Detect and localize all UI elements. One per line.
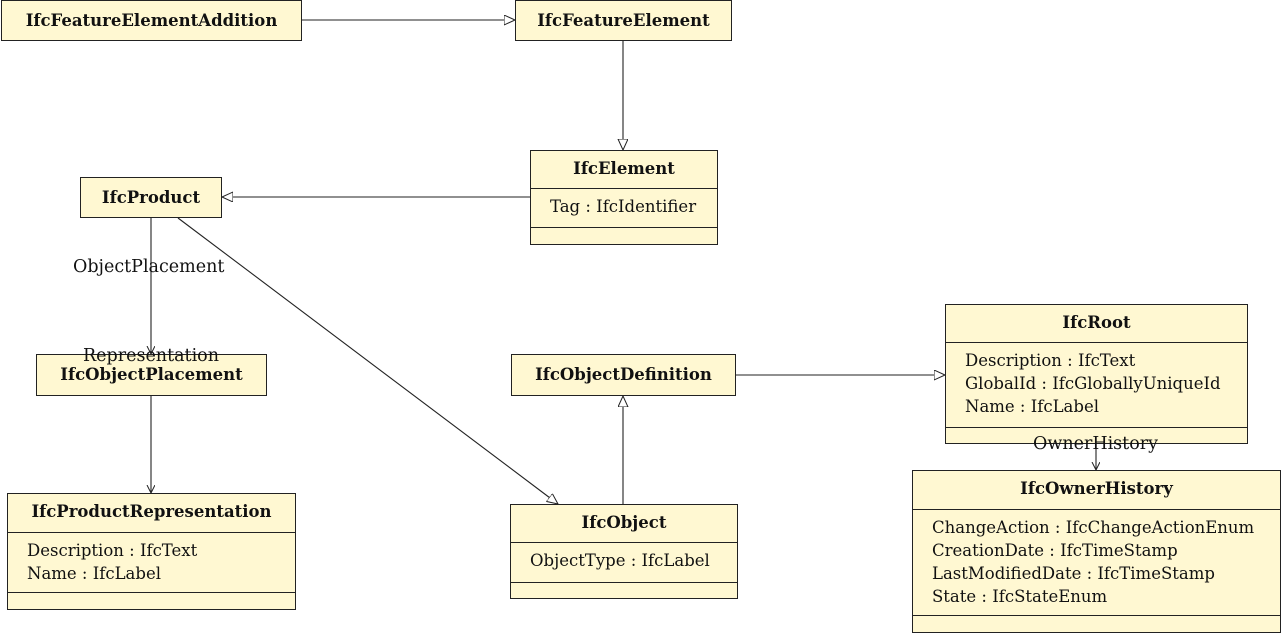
attribute: CreationDate : IfcTimeStamp	[932, 541, 1178, 560]
attribute: LastModifiedDate : IfcTimeStamp	[932, 564, 1215, 583]
class-ifc-root[interactable]: IfcRoot Description : IfcText GlobalId :…	[945, 304, 1248, 444]
class-name: IfcObjectPlacement	[60, 365, 243, 384]
generalization-product-object	[177, 217, 558, 504]
attribute-list: Tag : IfcIdentifier	[531, 188, 717, 227]
attribute: State : IfcStateEnum	[932, 587, 1108, 606]
attribute: Description : IfcText	[965, 351, 1136, 370]
operations-compartment	[8, 592, 295, 609]
attribute: Name : IfcLabel	[27, 564, 161, 583]
attribute: Description : IfcText	[27, 541, 198, 560]
class-name: IfcFeatureElementAddition	[25, 11, 278, 30]
attribute-list: Description : IfcText GlobalId : IfcGlob…	[946, 342, 1247, 427]
relation-label-representation: Representation	[83, 346, 219, 366]
class-ifc-product-representation[interactable]: IfcProductRepresentation Description : I…	[7, 493, 296, 610]
relation-label-owner-history: OwnerHistory	[1033, 434, 1158, 454]
class-name: IfcObject	[581, 513, 667, 532]
operations-compartment	[511, 582, 737, 598]
attribute: ObjectType : IfcLabel	[530, 551, 710, 570]
class-ifc-owner-history[interactable]: IfcOwnerHistory ChangeAction : IfcChange…	[912, 470, 1281, 633]
class-name: IfcProductRepresentation	[31, 502, 272, 521]
attribute-list: Description : IfcText Name : IfcLabel	[8, 532, 295, 592]
class-name: IfcRoot	[1062, 313, 1131, 332]
class-ifc-object-definition[interactable]: IfcObjectDefinition	[511, 354, 736, 396]
class-name: IfcObjectDefinition	[535, 365, 712, 384]
attribute-list: ObjectType : IfcLabel	[511, 542, 737, 582]
class-ifc-object-placement[interactable]: IfcObjectPlacement	[36, 354, 267, 396]
attribute-list: ChangeAction : IfcChangeActionEnum Creat…	[913, 509, 1280, 615]
attribute: ChangeAction : IfcChangeActionEnum	[932, 518, 1255, 537]
class-ifc-product[interactable]: IfcProduct	[80, 177, 222, 218]
class-ifc-feature-element-addition[interactable]: IfcFeatureElementAddition	[1, 0, 302, 41]
class-name: IfcOwnerHistory	[1020, 479, 1173, 498]
attribute: Tag : IfcIdentifier	[550, 197, 697, 216]
operations-compartment	[946, 427, 1247, 443]
class-name: IfcElement	[573, 159, 675, 178]
class-ifc-feature-element[interactable]: IfcFeatureElement	[515, 0, 732, 41]
attribute: GlobalId : IfcGloballyUniqueId	[965, 374, 1221, 393]
operations-compartment	[913, 615, 1280, 632]
class-ifc-object[interactable]: IfcObject ObjectType : IfcLabel	[510, 504, 738, 599]
relation-label-object-placement: ObjectPlacement	[73, 257, 225, 277]
operations-compartment	[531, 227, 717, 244]
class-ifc-element[interactable]: IfcElement Tag : IfcIdentifier	[530, 150, 718, 245]
attribute: Name : IfcLabel	[965, 397, 1099, 416]
class-name: IfcProduct	[101, 188, 201, 207]
class-name: IfcFeatureElement	[537, 11, 710, 30]
